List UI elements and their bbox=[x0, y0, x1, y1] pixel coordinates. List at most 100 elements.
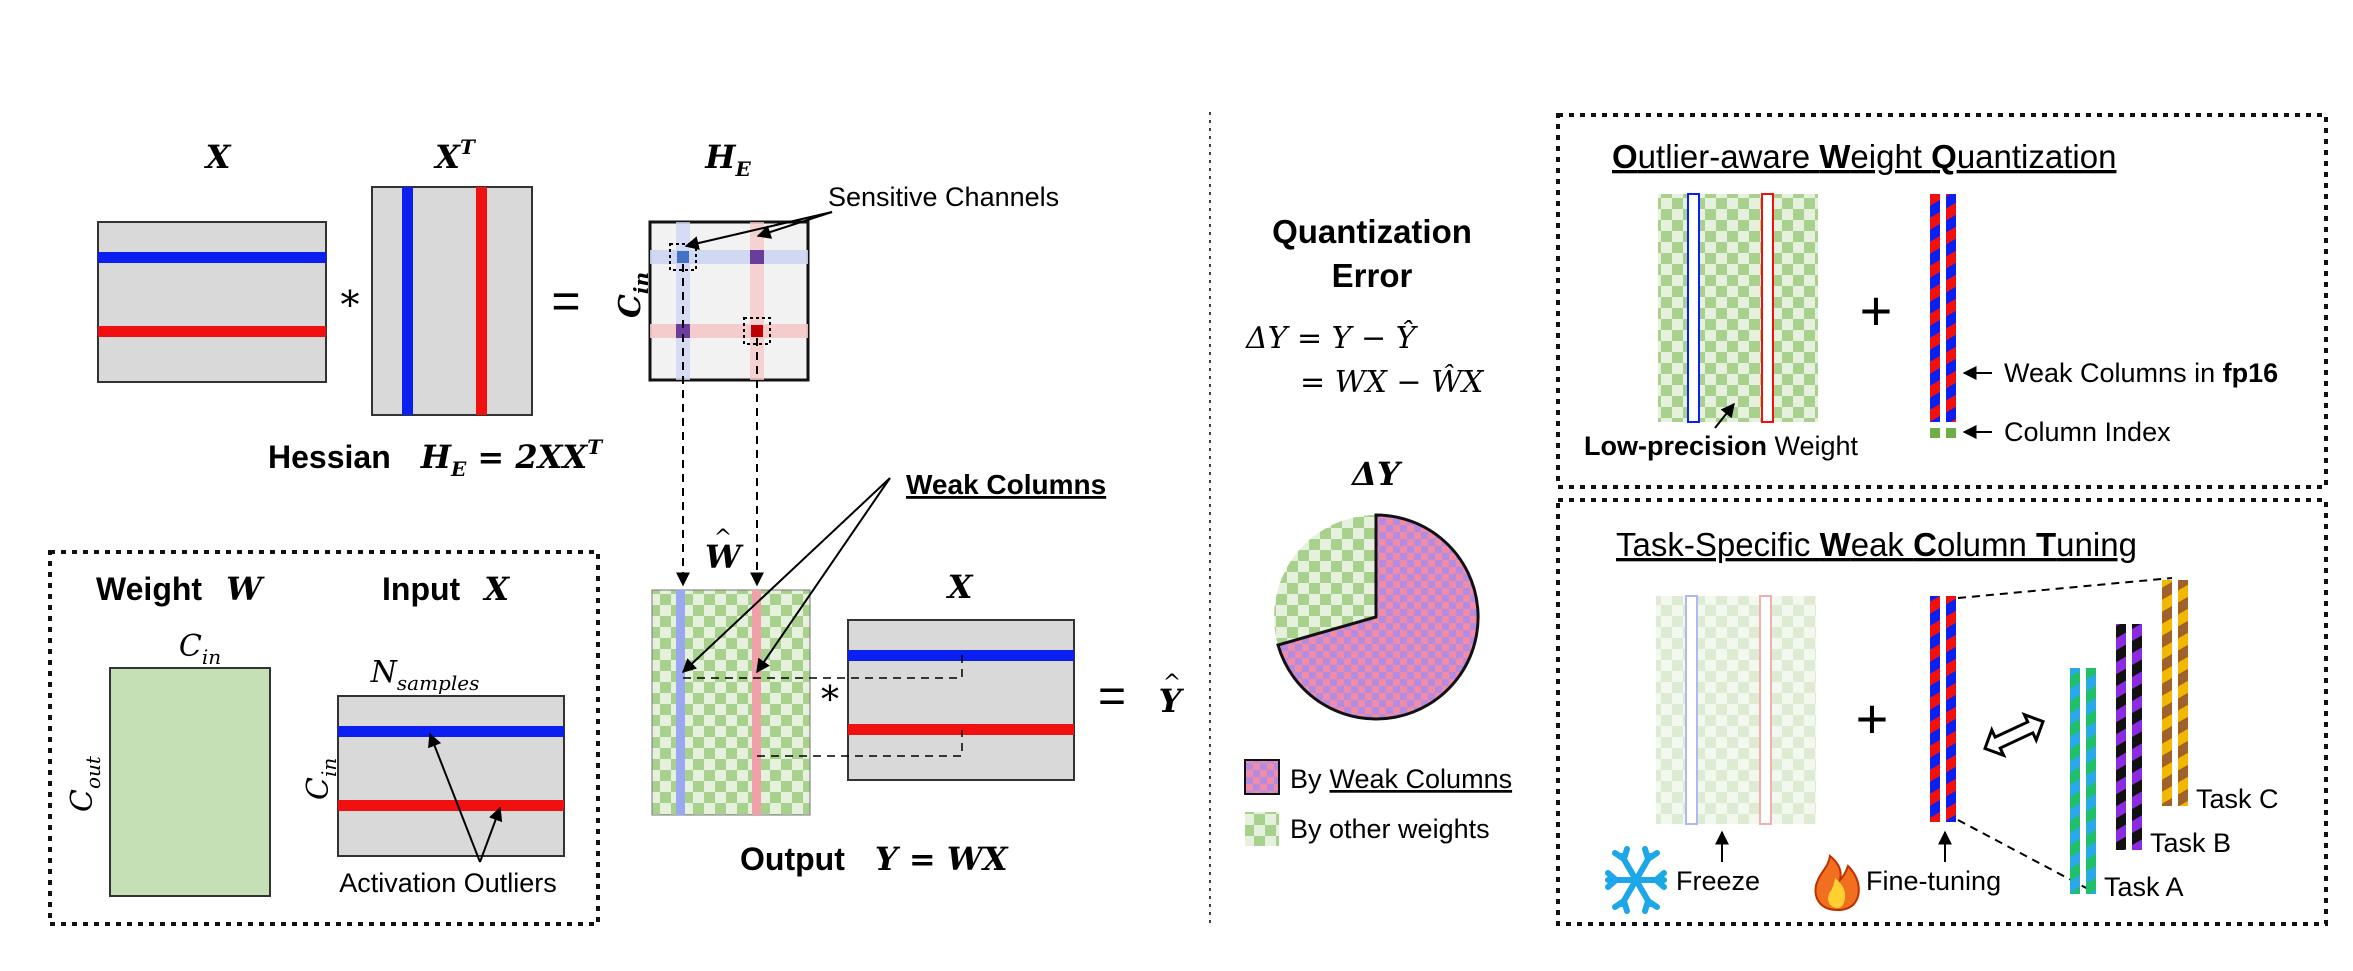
task-b-label: Task B bbox=[2150, 828, 2231, 858]
task-c-col-1 bbox=[2162, 580, 2172, 806]
owq-lp-arrow bbox=[1714, 402, 1735, 429]
owq-fp16-col-1 bbox=[1930, 194, 1940, 422]
task-b-col-2 bbox=[2132, 624, 2142, 850]
equals-operator-2: = bbox=[1098, 670, 1126, 723]
x-blue-row bbox=[98, 252, 326, 263]
sensitive-arrow-2 bbox=[756, 211, 833, 239]
frozen-red-col bbox=[1759, 595, 1772, 825]
activation-outliers-label: Activation Outliers bbox=[339, 868, 557, 898]
qe-equation-2: = WX − ŴX bbox=[1300, 364, 1485, 400]
owq-low-precision-label: Low-precision Weight bbox=[1584, 431, 1859, 461]
proj-line-top bbox=[1957, 577, 2173, 599]
he-dotted-box-1 bbox=[669, 243, 697, 271]
x2-blue-row bbox=[848, 650, 1074, 661]
owq-col-index-1 bbox=[1930, 428, 1940, 438]
legend-swatch-other bbox=[1245, 812, 1279, 846]
owq-plus: + bbox=[1860, 279, 1893, 342]
tuning-title: Task-Specific Weak Column Tuning bbox=[1616, 526, 2137, 563]
fire-icon bbox=[1814, 854, 1860, 912]
cin-label: Cin bbox=[613, 272, 653, 318]
owq-weak-cols-label: Weak Columns in fp16 bbox=[2004, 358, 2278, 388]
cin-top-label: Cin bbox=[179, 629, 221, 669]
xt-matrix bbox=[371, 186, 533, 416]
owq-blue-col bbox=[1687, 193, 1700, 423]
swap-double-arrow bbox=[1983, 712, 2045, 758]
legend-other-text: By other weights bbox=[1290, 814, 1490, 844]
he-label: HE bbox=[704, 138, 751, 181]
pie-chart bbox=[1274, 513, 1480, 721]
he-sensitive-red bbox=[751, 325, 763, 337]
frozen-blue-col bbox=[1685, 595, 1698, 825]
input-blue-row bbox=[338, 726, 564, 737]
outlier-arrow-2 bbox=[479, 806, 503, 863]
w-hat-hat: ^ bbox=[714, 526, 732, 551]
equals-operator: = bbox=[551, 273, 580, 329]
owq-weight-matrix bbox=[1658, 194, 1818, 422]
owq-red-col bbox=[1761, 193, 1774, 423]
tuned-cols-2 bbox=[1946, 596, 1956, 822]
legend-box bbox=[48, 550, 600, 926]
cin-side-label: Cin bbox=[301, 758, 341, 800]
input-red-row bbox=[338, 800, 564, 811]
pie-label: ΔY bbox=[1350, 455, 1403, 493]
he-blue-row bbox=[650, 250, 808, 264]
x2-red-row bbox=[848, 724, 1074, 735]
hessian-matrix bbox=[648, 220, 810, 382]
he-cross-1 bbox=[750, 250, 764, 264]
x2-label: X bbox=[946, 568, 974, 606]
tuned-cols-1 bbox=[1930, 596, 1940, 822]
owq-box bbox=[1556, 113, 2328, 489]
frozen-weight-matrix bbox=[1656, 596, 1816, 824]
owq-title: Outlier-aware Weight Quantization bbox=[1612, 138, 2116, 175]
pie-slice-other bbox=[1274, 515, 1376, 645]
he-cross-2 bbox=[676, 324, 690, 338]
qe-equation-1: ΔY = Y − Ŷ bbox=[1245, 320, 1419, 356]
proj-line-bottom bbox=[1957, 819, 2091, 891]
x2-matrix bbox=[847, 619, 1075, 781]
qe-title-line1: Quantization bbox=[1272, 213, 1472, 250]
he-sensitive-blue bbox=[677, 251, 689, 263]
owq-column-index-label: Column Index bbox=[2004, 417, 2171, 447]
w-hat-label: W bbox=[705, 538, 744, 576]
pie-slice-weak bbox=[1276, 513, 1480, 721]
y-hat-label: Y bbox=[1159, 682, 1185, 720]
task-b-col-1 bbox=[2116, 624, 2126, 850]
xt-blue-col bbox=[402, 187, 413, 415]
he-dotted-box-2 bbox=[743, 317, 771, 345]
qe-title-line2: Error bbox=[1332, 257, 1413, 294]
w-hat-red-col bbox=[752, 590, 761, 815]
freeze-label: Freeze bbox=[1676, 866, 1760, 896]
x-label: X bbox=[204, 138, 232, 176]
star-operator-2: * bbox=[821, 680, 839, 721]
x-matrix bbox=[97, 221, 327, 383]
task-c-label: Task C bbox=[2196, 784, 2279, 814]
outlier-arrow-1 bbox=[428, 732, 481, 863]
weak-columns-label: Weak Columns bbox=[906, 469, 1106, 500]
owq-col-index-2 bbox=[1946, 428, 1956, 438]
weight-matrix bbox=[109, 667, 271, 897]
weak-arrow-2 bbox=[756, 477, 891, 674]
owq-fp16-col-2 bbox=[1946, 194, 1956, 422]
task-a-col-2 bbox=[2086, 668, 2096, 894]
task-c-col-2 bbox=[2178, 580, 2188, 806]
w-hat-matrix bbox=[651, 589, 811, 816]
tuning-plus: + bbox=[1856, 687, 1889, 750]
legend-swatch-weak bbox=[1244, 759, 1280, 795]
sensitive-channels-label: Sensitive Channels bbox=[828, 182, 1059, 212]
y-hat-hat: ^ bbox=[1163, 671, 1181, 696]
link-blue bbox=[683, 655, 963, 679]
snowflake-icon bbox=[1605, 846, 1667, 914]
x-red-row bbox=[98, 326, 326, 337]
fine-tuning-label: Fine-tuning bbox=[1866, 866, 2001, 896]
input-matrix bbox=[337, 695, 565, 857]
xt-red-col bbox=[476, 187, 487, 415]
task-a-col-1 bbox=[2070, 668, 2080, 894]
star-operator: * bbox=[341, 283, 360, 327]
w-hat-blue-col bbox=[676, 590, 685, 815]
nsamples-label: Nsamples bbox=[370, 655, 480, 695]
